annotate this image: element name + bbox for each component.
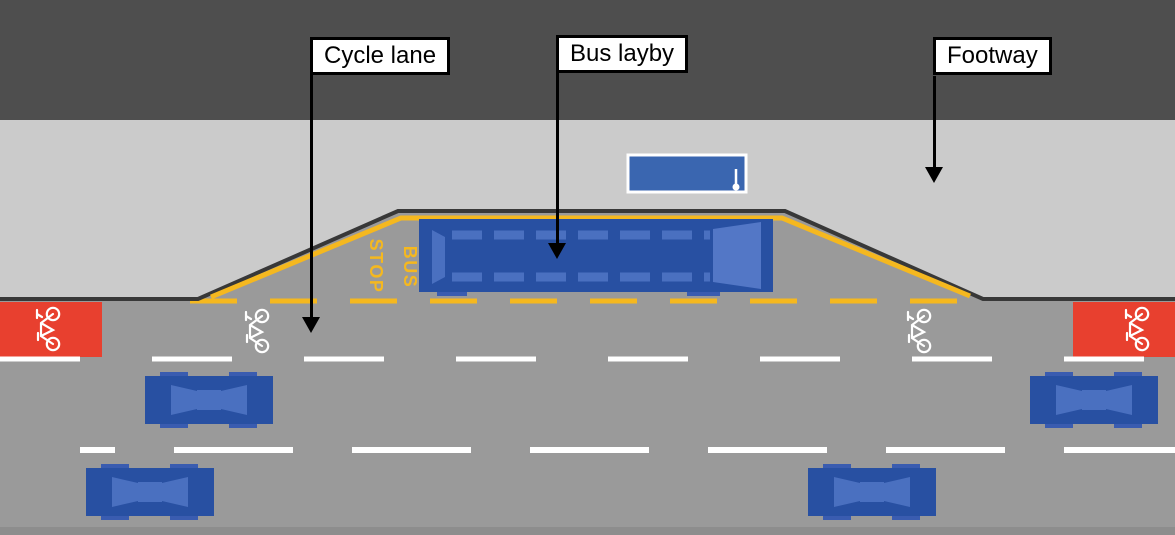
bus-layby-label: Bus layby xyxy=(556,35,689,73)
carriageway-bottom-edge xyxy=(0,527,1175,535)
bus xyxy=(419,219,773,296)
bicycle-icon xyxy=(906,308,932,354)
road-marking-stop-word: STOP xyxy=(366,239,386,294)
bus-layby-pointer-line xyxy=(556,72,559,244)
bus-stop-sign xyxy=(626,153,748,194)
bus-windscreen xyxy=(713,222,761,289)
bus-wheel-icon xyxy=(687,290,720,296)
cycle-lane-pointer-line xyxy=(310,74,313,318)
bicycle-icon xyxy=(244,308,270,354)
cycle-lane-label: Cycle lane xyxy=(310,37,451,75)
bus-wheel-icon xyxy=(437,290,467,296)
bus-layby-arrowhead-icon xyxy=(548,243,566,259)
cycle-lane-arrowhead-icon xyxy=(302,317,320,333)
footway-pointer-line xyxy=(933,76,936,168)
road-marking-bus-word: BUS xyxy=(400,246,420,289)
layby-yellow-line xyxy=(210,215,971,300)
car xyxy=(808,464,936,520)
car xyxy=(1030,372,1158,428)
kerb-edge-line xyxy=(0,209,1175,301)
bus-rear-window xyxy=(432,230,445,284)
footway-arrowhead-icon xyxy=(925,167,943,183)
bus-stop-flag-base-icon xyxy=(732,183,740,191)
car xyxy=(86,464,214,520)
footway-label: Footway xyxy=(933,37,1052,75)
car xyxy=(145,372,273,428)
cycle-lane-patch-right xyxy=(1073,302,1175,357)
